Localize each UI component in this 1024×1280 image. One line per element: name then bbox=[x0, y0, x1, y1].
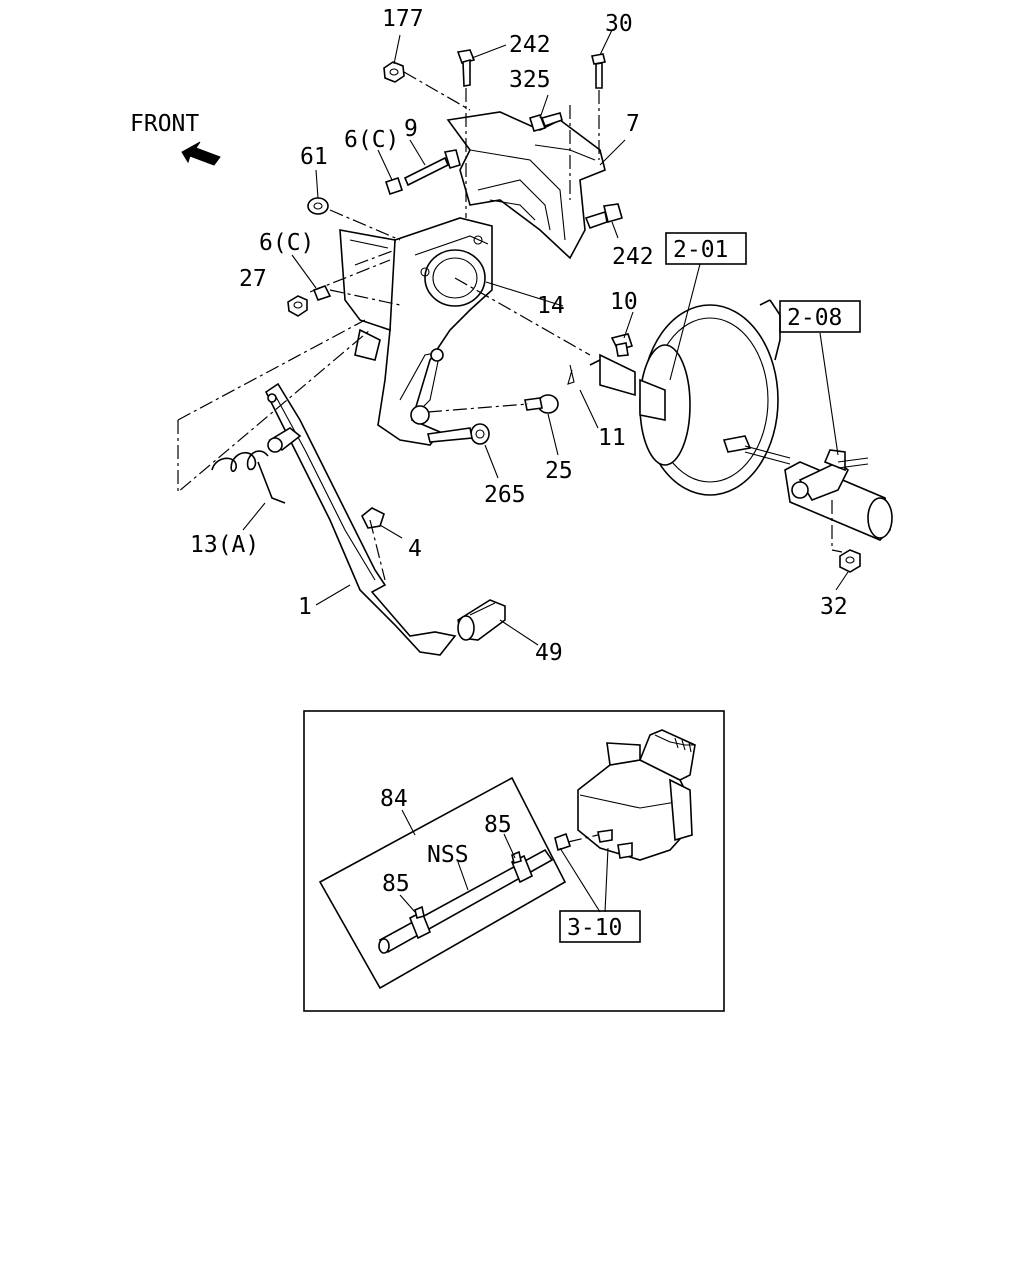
callout-177: 177 bbox=[382, 6, 424, 32]
reference-2-08[interactable]: 2-08 bbox=[779, 300, 861, 333]
alignment-lines bbox=[177, 71, 843, 581]
callout-85-left: 85 bbox=[382, 871, 410, 897]
inset-detail: 84 85 NSS 85 3-10 bbox=[303, 710, 725, 1012]
return-spring bbox=[211, 450, 286, 504]
callout-325: 325 bbox=[509, 67, 551, 93]
reservoir-tank bbox=[577, 729, 696, 861]
callout-32: 32 bbox=[820, 594, 848, 620]
callout-10: 10 bbox=[610, 289, 638, 315]
callout-27: 27 bbox=[239, 266, 267, 292]
pedal-pad bbox=[457, 599, 506, 641]
callout-14: 14 bbox=[537, 293, 565, 319]
callout-61: 61 bbox=[300, 144, 328, 170]
pedal-support-bracket bbox=[339, 217, 493, 446]
fasteners bbox=[287, 49, 861, 573]
callout-49: 49 bbox=[535, 640, 563, 666]
reference-2-01-label: 2-01 bbox=[673, 237, 728, 263]
callout-13a: 13(A) bbox=[190, 532, 259, 558]
callout-85-right: 85 bbox=[484, 812, 512, 838]
callout-1: 1 bbox=[298, 594, 312, 620]
callout-242-right: 242 bbox=[612, 244, 654, 270]
reference-3-10-label: 3-10 bbox=[567, 915, 622, 941]
reservoir-hose bbox=[378, 848, 554, 954]
brake-pedal-arm bbox=[264, 382, 457, 656]
brake-booster bbox=[589, 299, 791, 496]
front-label: FRONT bbox=[130, 111, 199, 137]
reference-2-01[interactable]: 2-01 bbox=[665, 232, 747, 265]
upper-bracket bbox=[446, 111, 606, 260]
front-arrow-icon bbox=[181, 141, 221, 166]
reference-2-08-label: 2-08 bbox=[787, 305, 842, 331]
reference-3-10[interactable]: 3-10 bbox=[559, 910, 641, 943]
callout-nss: NSS bbox=[427, 842, 469, 868]
callout-labels: 177 242 30 325 9 6(C) 7 61 6(C) 27 242 1… bbox=[190, 6, 848, 666]
callout-242-top: 242 bbox=[509, 32, 551, 58]
callout-9: 9 bbox=[404, 116, 418, 142]
callout-7: 7 bbox=[626, 111, 640, 137]
callout-30: 30 bbox=[605, 11, 633, 37]
pedal-clip bbox=[360, 507, 385, 529]
callout-11: 11 bbox=[598, 425, 626, 451]
callout-84: 84 bbox=[380, 786, 408, 812]
front-direction-indicator: FRONT bbox=[130, 111, 221, 166]
callout-25: 25 bbox=[545, 458, 573, 484]
leader-lines bbox=[242, 29, 849, 646]
callout-6c-mid: 6(C) bbox=[259, 230, 314, 256]
master-cylinder bbox=[784, 449, 893, 541]
callout-4: 4 bbox=[408, 536, 422, 562]
callout-6c-top: 6(C) bbox=[344, 127, 399, 153]
callout-265: 265 bbox=[484, 482, 526, 508]
